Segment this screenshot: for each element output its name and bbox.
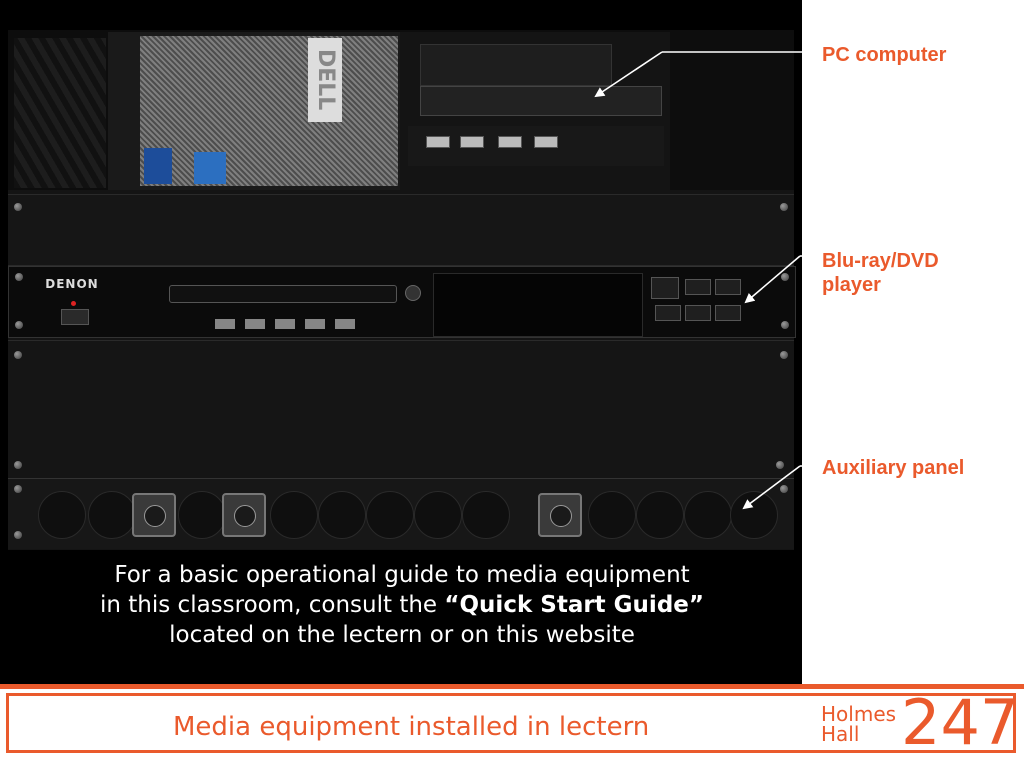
xlr-connector bbox=[132, 493, 176, 537]
play-button bbox=[715, 305, 741, 321]
intel-sticker bbox=[144, 148, 172, 184]
building-name-line-2: Hall bbox=[821, 722, 860, 746]
usb-port bbox=[498, 136, 522, 148]
usb-port bbox=[534, 136, 558, 148]
pc-card-reader bbox=[420, 44, 612, 86]
equipment-rack: DELL DENON bbox=[8, 30, 796, 550]
denon-brand-label: DENON bbox=[45, 277, 99, 291]
blank-rack-panel bbox=[8, 194, 794, 266]
blank-port bbox=[588, 491, 636, 539]
blank-port bbox=[88, 491, 136, 539]
rack-screw bbox=[781, 321, 789, 329]
room-number: 247 bbox=[901, 686, 1020, 759]
rack-screw bbox=[14, 203, 22, 211]
bluray-label-line-1: Blu-ray/DVD bbox=[822, 250, 939, 272]
blank-port bbox=[318, 491, 366, 539]
building-name: Holmes Hall bbox=[821, 704, 896, 744]
pc-optical-drive bbox=[420, 86, 662, 116]
rack-screw bbox=[781, 273, 789, 281]
footer-bar: Media equipment installed in lectern Hol… bbox=[0, 684, 1024, 760]
xlr-connector bbox=[222, 493, 266, 537]
skip-back-button bbox=[685, 279, 711, 295]
blank-port bbox=[270, 491, 318, 539]
auxiliary-panel-label: Auxiliary panel bbox=[822, 457, 965, 479]
pc-mesh-panel bbox=[140, 36, 398, 186]
usb-port bbox=[426, 136, 450, 148]
rack-screw bbox=[15, 321, 23, 329]
pc-computer-label: PC computer bbox=[822, 44, 947, 66]
bluray-player-label: Blu-ray/DVD player bbox=[822, 249, 939, 297]
blank-port bbox=[414, 491, 462, 539]
pc-fan-grille bbox=[14, 38, 106, 188]
eject-button bbox=[405, 285, 421, 301]
xlr-connector bbox=[538, 493, 582, 537]
pause-button bbox=[685, 305, 711, 321]
blank-port bbox=[730, 491, 778, 539]
blank-rack-panel bbox=[8, 340, 794, 481]
blank-port bbox=[38, 491, 86, 539]
pc-brand-logo: DELL bbox=[308, 38, 342, 122]
power-led bbox=[71, 301, 76, 306]
pc-usb-ports bbox=[408, 126, 664, 166]
blank-port bbox=[178, 491, 226, 539]
quick-start-guide-text: For a basic operational guide to media e… bbox=[20, 560, 784, 650]
blank-port bbox=[684, 491, 732, 539]
rack-screw bbox=[776, 461, 784, 469]
guide-line-3: located on the lectern or on this websit… bbox=[169, 622, 635, 648]
rack-screw bbox=[780, 351, 788, 359]
rack-screw bbox=[14, 461, 22, 469]
rack-screw bbox=[14, 531, 22, 539]
rack-screw bbox=[15, 273, 23, 281]
blank-port bbox=[366, 491, 414, 539]
power-button bbox=[61, 309, 89, 325]
blank-port bbox=[636, 491, 684, 539]
disc-tray bbox=[169, 285, 397, 303]
pc-computer: DELL bbox=[8, 30, 794, 190]
footer-frame: Media equipment installed in lectern Hol… bbox=[6, 686, 1020, 759]
player-display bbox=[433, 273, 643, 337]
guide-line-2: in this classroom, consult the “Quick St… bbox=[20, 590, 784, 620]
format-logos bbox=[215, 319, 355, 329]
player-button bbox=[651, 277, 679, 299]
footer-caption: Media equipment installed in lectern bbox=[173, 712, 650, 742]
quick-start-guide-title: “Quick Start Guide” bbox=[444, 592, 704, 618]
building-name-line-1: Holmes bbox=[821, 702, 897, 726]
equipment-photo: DELL DENON bbox=[0, 0, 802, 684]
rack-screw bbox=[780, 485, 788, 493]
rack-screw bbox=[780, 203, 788, 211]
rack-screw bbox=[14, 485, 22, 493]
auxiliary-panel bbox=[8, 478, 794, 549]
usb-port bbox=[460, 136, 484, 148]
guide-line-2-text: in this classroom, consult the bbox=[99, 592, 445, 618]
bluray-dvd-player: DENON bbox=[8, 266, 796, 338]
bluray-label-line-2: player bbox=[822, 274, 881, 296]
windows-sticker bbox=[194, 152, 226, 184]
rack-screw bbox=[14, 351, 22, 359]
guide-line-1: For a basic operational guide to media e… bbox=[114, 562, 690, 588]
blank-port bbox=[462, 491, 510, 539]
skip-forward-button bbox=[715, 279, 741, 295]
stop-button bbox=[655, 305, 681, 321]
